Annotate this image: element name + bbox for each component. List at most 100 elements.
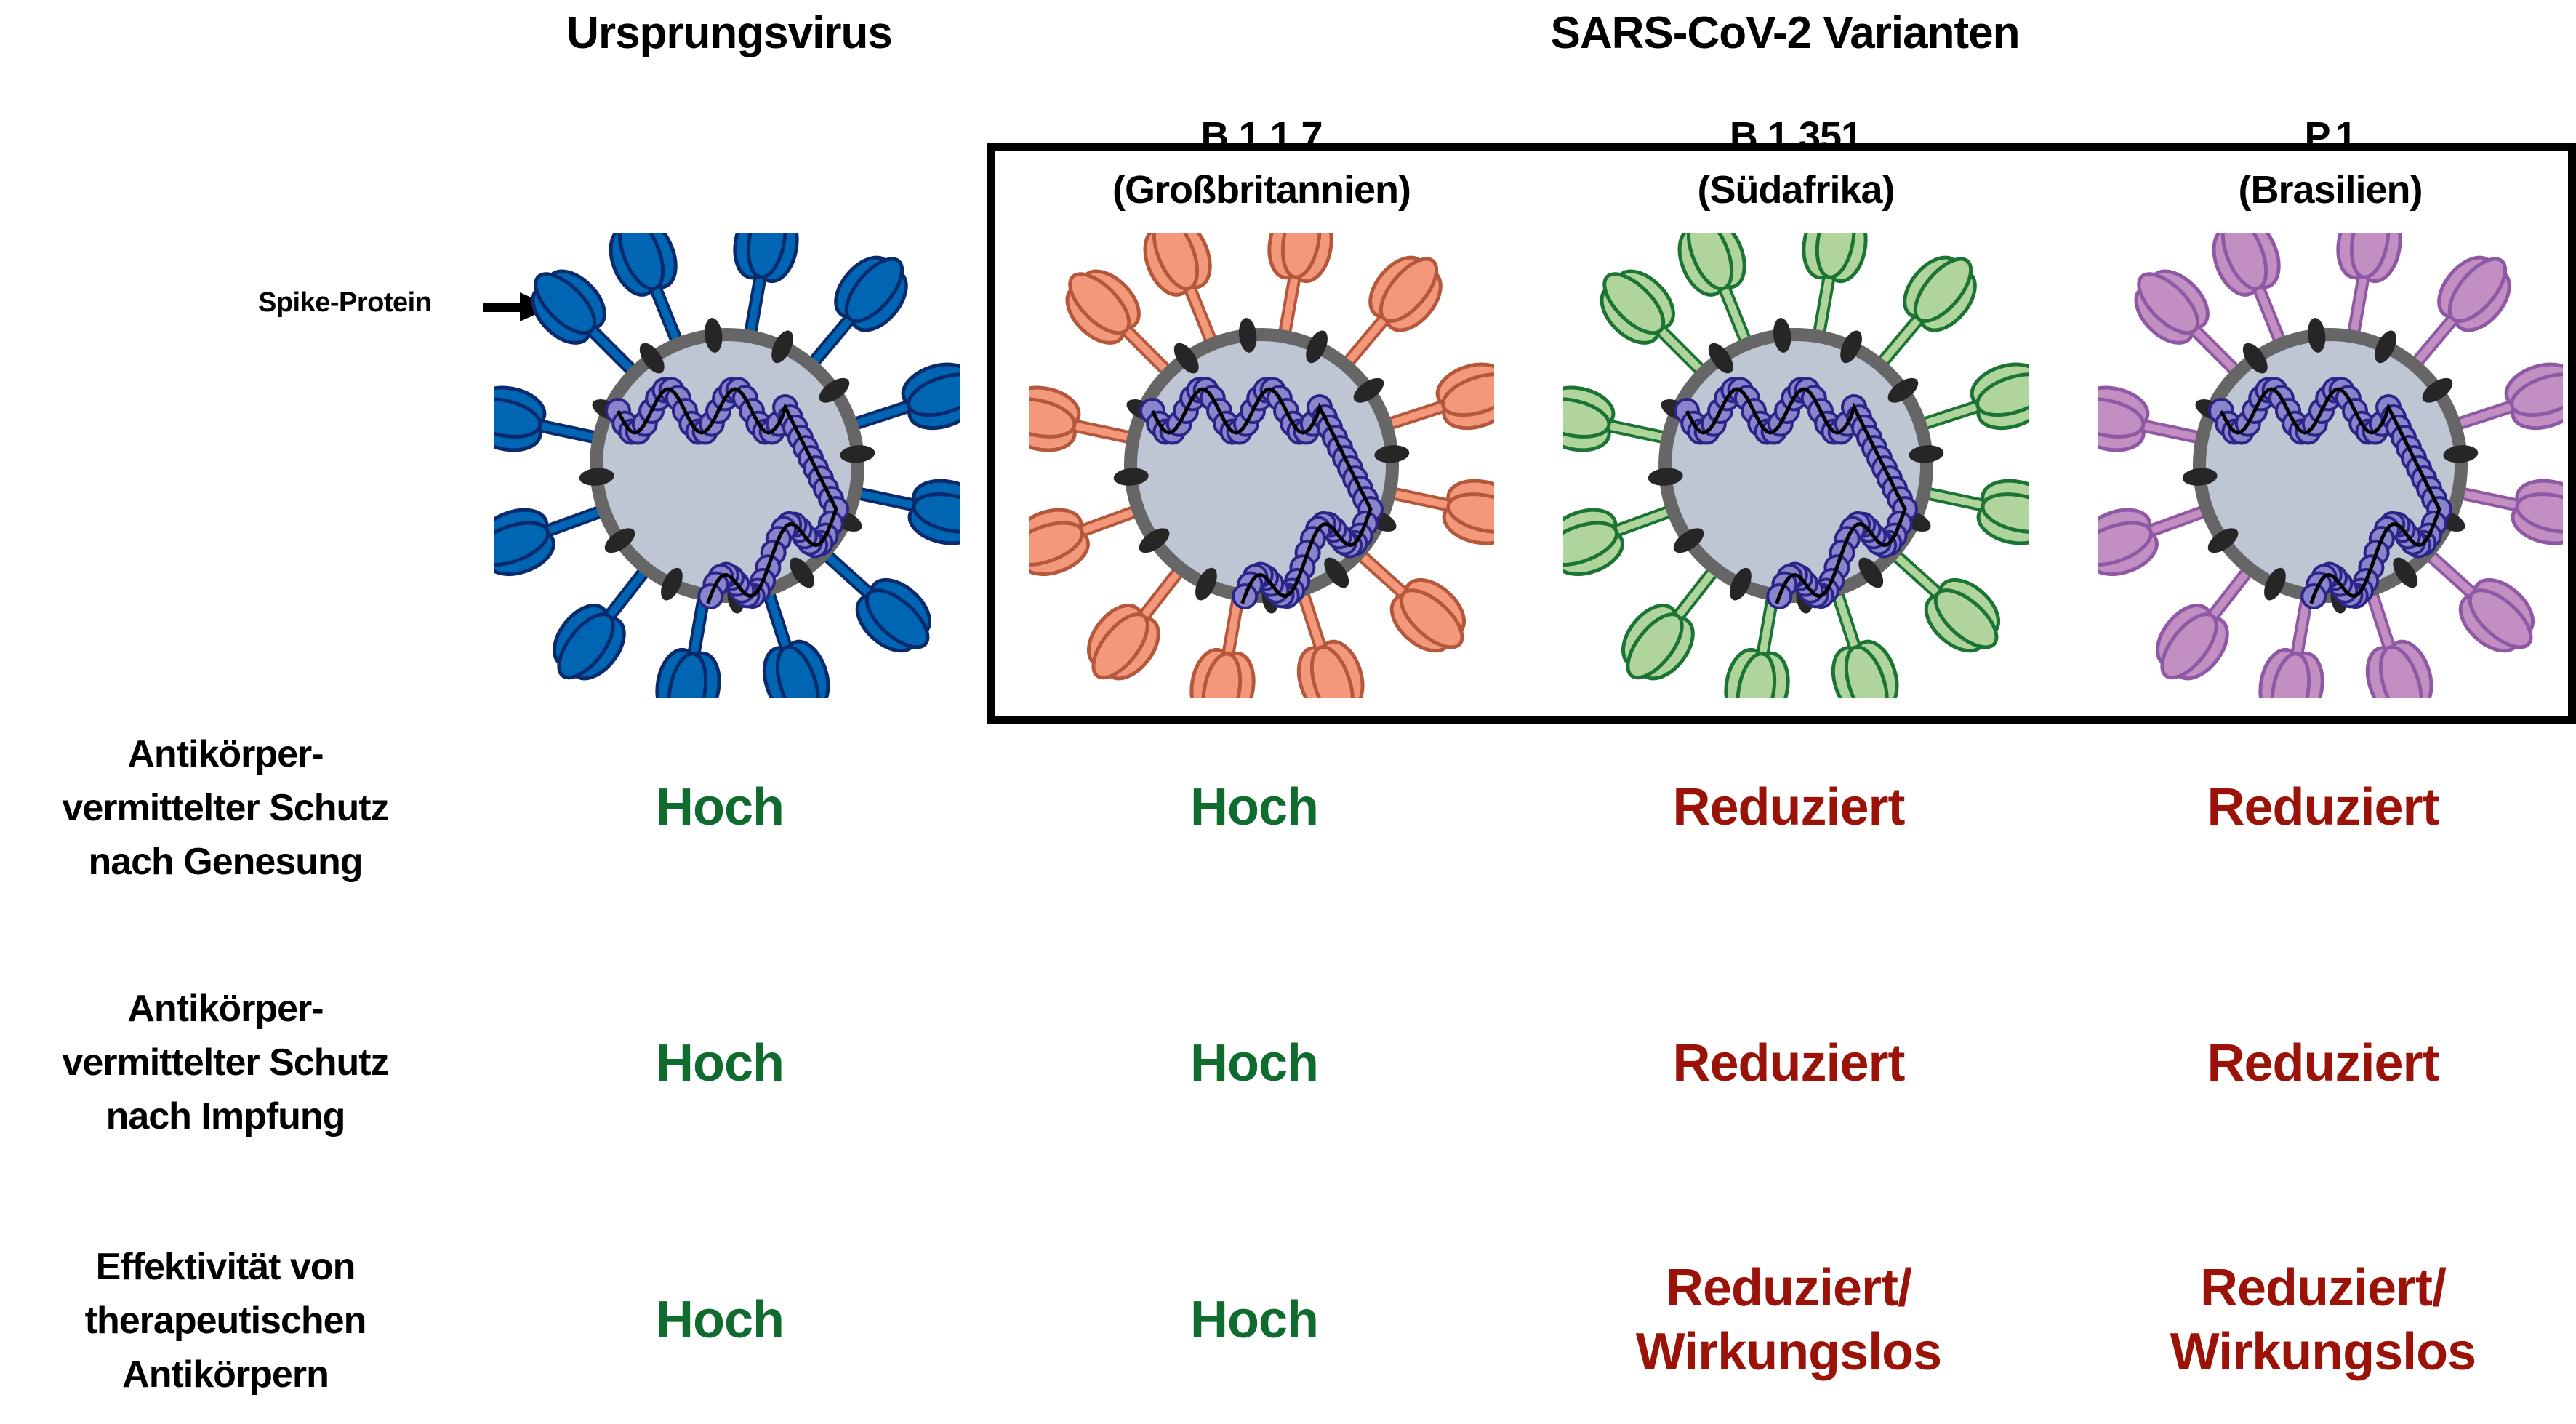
status-cell: Hoch [656, 1291, 785, 1349]
spike-proteins [2098, 233, 2563, 698]
variants-frame [987, 143, 2576, 724]
variant-label-p1: P.1 (Brasilien) [2238, 109, 2423, 217]
spike-protein [494, 500, 617, 577]
membrane-protein [1673, 528, 1704, 553]
status-cell: Hoch [1190, 1291, 1319, 1349]
membrane-protein [604, 528, 635, 553]
variant-label-b117: B.1.1.7 (Großbritannien) [1112, 109, 1411, 217]
spike-protein [1802, 233, 1868, 348]
spike-protein [2336, 233, 2402, 348]
virus-b117 [1029, 233, 1494, 698]
row-label-therapeutic: Effektivität von therapeutischen Antikör… [84, 1246, 367, 1396]
membrane-protein [819, 377, 850, 403]
spike-protein [1143, 233, 1223, 356]
spike-protein [1912, 479, 2029, 545]
status-cell: Hoch [656, 778, 785, 836]
variant-code: B.1.1.7 [1200, 114, 1323, 158]
spike-protein [2361, 578, 2433, 698]
spike-protein [1826, 578, 1899, 698]
status-cell: Reduziert [2207, 1034, 2439, 1092]
virus-b1351 [1563, 233, 2029, 698]
membrane-protein [1708, 343, 1733, 374]
spike-protein [2443, 362, 2563, 435]
membrane-protein [2443, 445, 2479, 463]
spike-protein [1189, 583, 1256, 698]
membrane-protein [2375, 330, 2396, 364]
variant-origin: (Südafrika) [1697, 168, 1895, 212]
membrane-protein [1374, 445, 1410, 463]
spike-protein [2155, 556, 2261, 681]
membrane-protein [1909, 445, 1944, 463]
status-cell: Reduziert [1672, 1034, 1905, 1092]
membrane-protein [704, 318, 723, 353]
spike-protein [2098, 385, 2214, 452]
virus-p1 [2098, 233, 2563, 698]
spike-protein [840, 362, 960, 435]
spike-protein [1374, 362, 1494, 435]
membrane-protein [1139, 528, 1170, 553]
membrane-protein [1113, 468, 1149, 486]
spike-protein [843, 479, 960, 545]
spike-protein [2415, 541, 2535, 653]
status-cell: Hoch [1190, 778, 1319, 836]
variants-heading: SARS-CoV-2 Varianten [1550, 8, 2021, 58]
spike-protein [1724, 583, 1790, 698]
rna-genome [2208, 377, 2452, 609]
membrane-protein [1324, 557, 1349, 588]
membrane-protein [2307, 318, 2326, 353]
variant-code: P.1 [2304, 114, 2356, 158]
spike-protein-label: Spike-Protein [258, 287, 432, 318]
spike-protein [1267, 233, 1333, 348]
spike-protein [494, 385, 611, 452]
spike-protein [1029, 500, 1151, 577]
membrane-protein [579, 468, 614, 486]
spike-protein [2447, 479, 2563, 545]
variant-origin: (Brasilien) [2238, 168, 2423, 212]
rna-genome [1139, 377, 1384, 609]
spike-protein [2258, 583, 2324, 698]
status-cell: Reduziert/Wirkungslos [1635, 1259, 1942, 1381]
membrane-protein [1173, 343, 1199, 374]
membrane-protein [1773, 318, 1791, 353]
spike-protein [1378, 479, 1494, 545]
membrane-protein [2264, 567, 2286, 601]
membrane-protein [1238, 318, 1257, 353]
membrane-protein [639, 343, 665, 374]
spike-protein [2098, 500, 2220, 577]
spike-protein [1292, 578, 1365, 698]
spike-protein [733, 233, 799, 348]
spike-protein [1677, 233, 1757, 356]
membrane-protein [840, 445, 875, 463]
original-virus-heading: Ursprungsvirus [566, 8, 893, 58]
membrane-protein [2422, 377, 2453, 403]
spike-protein [2212, 233, 2292, 356]
membrane-protein [2182, 468, 2218, 486]
status-cell: Hoch [656, 1034, 785, 1092]
spike-protein [1563, 385, 1680, 452]
membrane-protein [1858, 557, 1884, 588]
membrane-protein [2207, 528, 2239, 553]
variant-origin: (Großbritannien) [1112, 168, 1411, 212]
spike-protein [1563, 500, 1685, 577]
rna-genome [605, 377, 849, 609]
membrane-protein [1195, 567, 1217, 601]
variant-label-b1351: B.1.351 (Südafrika) [1697, 109, 1895, 217]
status-cell: Hoch [1190, 1034, 1319, 1092]
row-label-recovery: Antikörper- vermittelter Schutz nach Gen… [62, 733, 389, 883]
status-cell: Reduziert [1672, 778, 1905, 836]
status-cell: Reduziert/Wirkungslos [2170, 1259, 2476, 1381]
membrane-protein [771, 330, 793, 364]
membrane-protein [790, 557, 815, 588]
row-label-vaccination: Antikörper- vermittelter Schutz nach Imp… [62, 988, 389, 1137]
membrane-protein [661, 567, 683, 601]
virus-original [494, 233, 960, 698]
membrane-protein [1840, 330, 1862, 364]
membrane-protein [1306, 330, 1328, 364]
status-cell: Reduziert [2207, 778, 2439, 836]
membrane-protein [1353, 377, 1384, 403]
variant-code: B.1.351 [1729, 114, 1863, 158]
membrane-protein [1648, 468, 1683, 486]
membrane-protein [1887, 377, 1919, 403]
spike-protein [552, 556, 658, 681]
membrane-protein [2242, 343, 2268, 374]
